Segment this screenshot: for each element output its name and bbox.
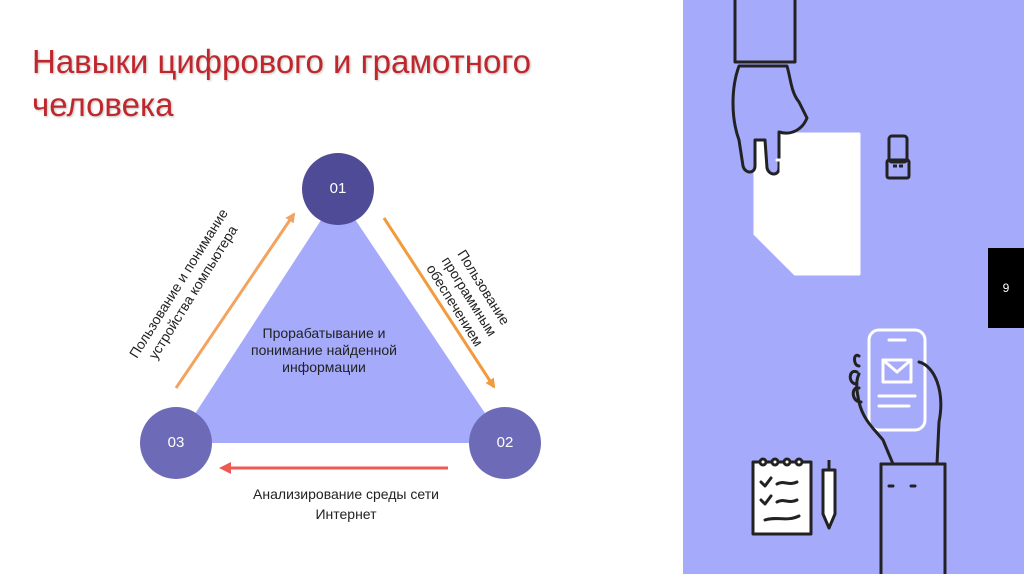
page-number: 9 [988,248,1024,328]
usb-drive-icon [885,134,911,180]
arrow-03-to-01 [174,212,296,389]
arrow-01-to-02 [382,217,496,389]
center-triangle [176,194,505,443]
hand-holding-report-icon [731,0,861,276]
cycle-diagram [140,153,541,479]
notepad-checklist-icon [751,457,813,536]
slide-title: Навыки цифрового и грамотного человека [32,43,532,123]
node-03 [140,407,212,479]
illustration-panel [683,0,1024,574]
edge-label-bottom: Анализирование среды сети Интернет [253,486,439,522]
node-02 [469,407,541,479]
node-02-label: 02 [496,434,514,451]
node-01 [302,153,374,225]
pen-icon [821,460,837,530]
center-text: Прорабатывание и понимание найденной инф… [251,325,397,375]
node-03-label: 03 [167,434,185,451]
hand-holding-phone-icon [848,328,947,574]
node-01-label: 01 [329,180,347,197]
